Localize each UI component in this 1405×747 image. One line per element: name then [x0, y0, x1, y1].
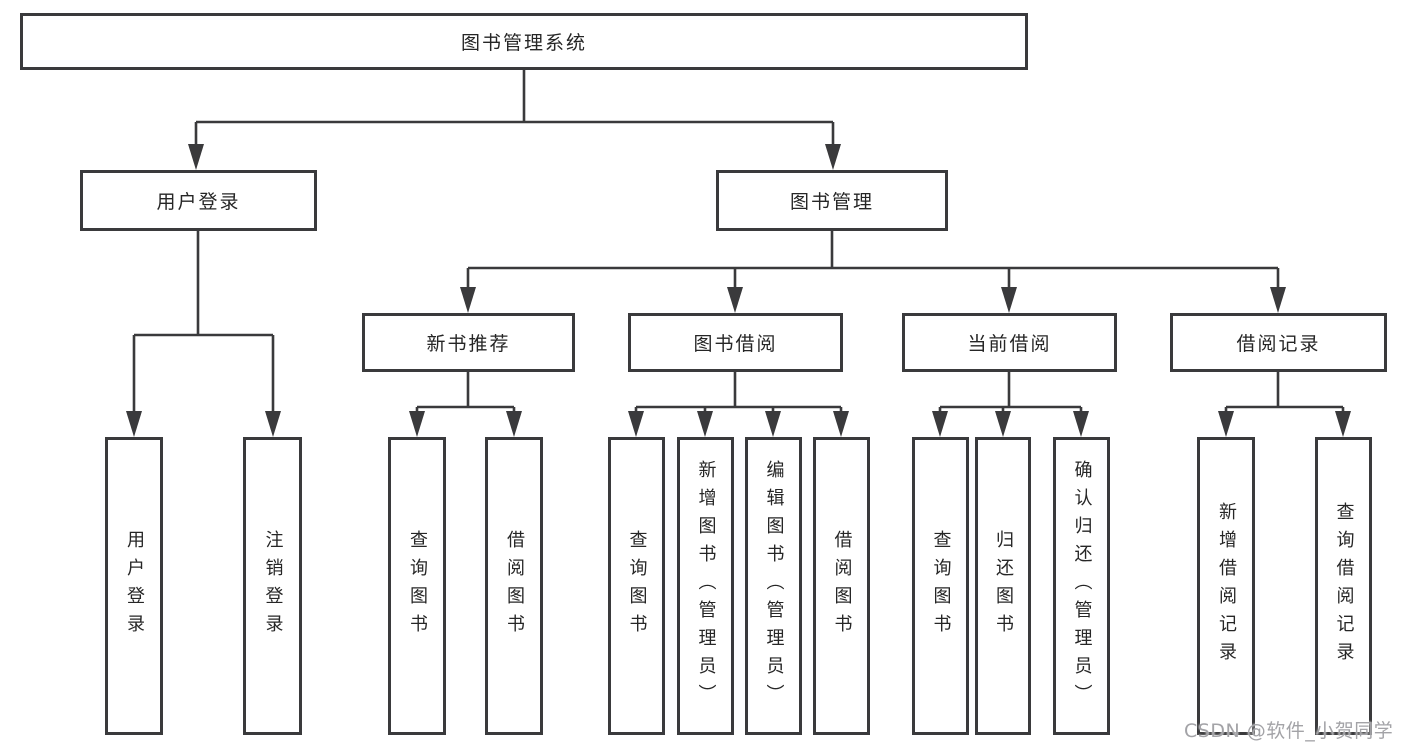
- arrowhead-icons: [126, 144, 1351, 437]
- leaf-logout-login: 注销登录: [243, 437, 302, 735]
- leaf-label: 借阅图书: [504, 530, 525, 642]
- arrowhead-icon: [1335, 411, 1351, 437]
- leaf-label: 确认归还（管理员）: [1071, 460, 1093, 712]
- arrowhead-icon: [697, 411, 713, 437]
- leaf-label: 注销登录: [262, 530, 284, 642]
- leaf-label: 查询图书: [626, 530, 648, 642]
- leaf-add-book-admin: 新增图书（管理员）: [677, 437, 734, 735]
- arrowhead-icon: [932, 411, 948, 437]
- arrowhead-icon: [628, 411, 644, 437]
- node-book-borrow: 图书借阅: [628, 313, 843, 372]
- arrowhead-icon: [833, 411, 849, 437]
- leaf-add-borrow-record: 新增借阅记录: [1197, 437, 1255, 735]
- leaf-query-book: 查询图书: [912, 437, 969, 735]
- leaf-query-book: 查询图书: [388, 437, 446, 735]
- node-book-management: 图书管理: [716, 170, 948, 231]
- arrowhead-icon: [765, 411, 781, 437]
- arrowhead-icon: [460, 287, 476, 313]
- arrowhead-icon: [1218, 411, 1234, 437]
- arrowhead-icon: [825, 144, 841, 170]
- leaf-query-book: 查询图书: [608, 437, 665, 735]
- leaf-edit-book-admin: 编辑图书（管理员）: [745, 437, 802, 735]
- leaf-borrow-book: 借阅图书: [485, 437, 543, 735]
- arrowhead-icon: [126, 411, 142, 437]
- arrowhead-icon: [995, 411, 1011, 437]
- leaf-borrow-book: 借阅图书: [813, 437, 870, 735]
- leaf-label: 新增图书（管理员）: [695, 460, 717, 712]
- leaf-label: 查询图书: [930, 530, 952, 642]
- leaf-label: 借阅图书: [831, 530, 853, 642]
- node-user-login: 用户登录: [80, 170, 317, 231]
- arrowhead-icon: [506, 411, 522, 437]
- leaf-label: 查询借阅记录: [1333, 502, 1355, 670]
- arrowhead-icon: [1001, 287, 1017, 313]
- node-new-book-recommend: 新书推荐: [362, 313, 575, 372]
- node-root: 图书管理系统: [20, 13, 1028, 70]
- leaf-label: 编辑图书（管理员）: [763, 460, 785, 712]
- arrowhead-icon: [265, 411, 281, 437]
- leaf-user-login: 用户登录: [105, 437, 163, 735]
- leaf-label: 查询图书: [407, 530, 428, 642]
- arrowhead-icon: [1270, 287, 1286, 313]
- leaf-label: 新增借阅记录: [1216, 502, 1237, 670]
- arrowhead-icon: [1073, 411, 1089, 437]
- node-borrow-records: 借阅记录: [1170, 313, 1387, 372]
- node-current-borrow: 当前借阅: [902, 313, 1117, 372]
- tree-edges: [132, 70, 1345, 413]
- leaf-query-borrow-record: 查询借阅记录: [1315, 437, 1372, 735]
- leaf-return-book: 归还图书: [975, 437, 1031, 735]
- arrowhead-icon: [188, 144, 204, 170]
- arrowhead-icon: [727, 287, 743, 313]
- arrowhead-icon: [409, 411, 425, 437]
- watermark: CSDN @软件_小贺同学: [1184, 720, 1394, 742]
- leaf-label: 归还图书: [993, 530, 1014, 642]
- leaf-confirm-return-admin: 确认归还（管理员）: [1053, 437, 1110, 735]
- leaf-label: 用户登录: [124, 530, 145, 642]
